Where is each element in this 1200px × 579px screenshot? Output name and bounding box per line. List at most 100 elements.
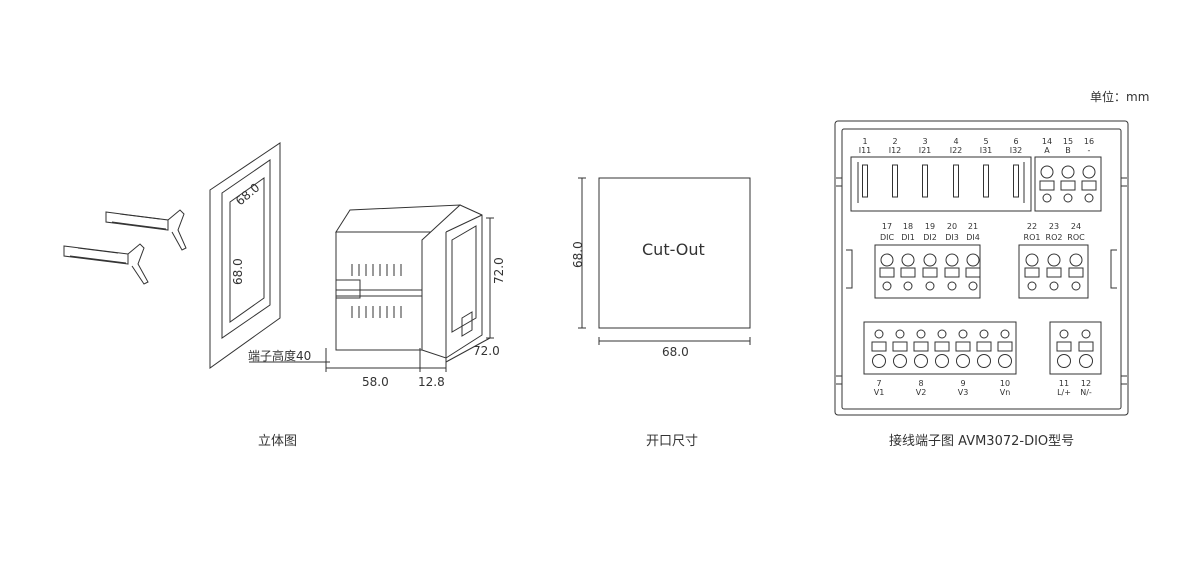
di-terminal-name: DI1 [901, 233, 915, 242]
current-terminal-name: I32 [1010, 146, 1023, 155]
power-terminal-hole [1059, 329, 1069, 339]
voltage-terminal-number: 7 [876, 379, 881, 388]
current-terminal-name: I31 [980, 146, 993, 155]
power-terminal-block [1049, 321, 1102, 375]
di-terminal-screw [880, 253, 894, 267]
voltage-terminal-hole [979, 329, 989, 339]
voltage-terminal-name: Vn [1000, 388, 1011, 397]
vent-slots-upper [351, 264, 402, 276]
di-terminal-screw [901, 253, 915, 267]
voltage-terminal-name: V3 [958, 388, 969, 397]
ro-terminal-screw [1069, 253, 1083, 267]
voltage-terminal-number: 8 [918, 379, 923, 388]
voltage-terminal-hole [916, 329, 926, 339]
ro-terminal-clamp [1046, 267, 1062, 278]
wiring-caption: 接线端子图 AVM3072-DIO型号 [889, 433, 1074, 449]
di-terminal-number: 19 [925, 222, 935, 231]
voltage-terminal-clamp [934, 341, 950, 352]
voltage-terminal-screw [998, 354, 1012, 368]
di-terminal-hole [925, 281, 935, 291]
rear-housing-inner [841, 128, 1122, 410]
cutout-width-dim: 68.0 [662, 345, 689, 359]
voltage-terminal-clamp [871, 341, 887, 352]
di-terminal-clamp [879, 267, 895, 278]
di-terminal-clamp [944, 267, 960, 278]
ro-terminal-hole [1027, 281, 1037, 291]
ro-terminal-number: 23 [1049, 222, 1059, 231]
di-terminal-clamp [965, 267, 981, 278]
current-terminal-number: 4 [953, 137, 958, 146]
ro-terminal-hole [1071, 281, 1081, 291]
voltage-terminal-clamp [892, 341, 908, 352]
di-terminal-name: DIC [880, 233, 895, 242]
power-terminal-hole [1081, 329, 1091, 339]
di-terminal-block [874, 244, 981, 299]
ro-terminal-clamp [1024, 267, 1040, 278]
current-terminal-name: I11 [859, 146, 872, 155]
comm-terminal-screw [1040, 165, 1054, 179]
mounting-panel: 68.0 68.0 端子高度40 [209, 142, 330, 369]
current-terminal-slot [983, 164, 989, 198]
current-terminal-name: I12 [889, 146, 902, 155]
di-terminal-clamp [922, 267, 938, 278]
current-terminal-slot [1013, 164, 1019, 198]
current-terminal-name: I21 [919, 146, 932, 155]
di-terminal-name: DI3 [945, 233, 959, 242]
vent-slots-lower [351, 306, 402, 318]
current-terminal-number: 3 [922, 137, 927, 146]
body-depth-dim: 58.0 [362, 375, 389, 389]
cutout-caption: 开口尺寸 [646, 434, 698, 449]
voltage-terminal-screw [872, 354, 886, 368]
cutout-height-dim: 68.0 [571, 241, 585, 268]
power-terminal-screw [1057, 354, 1071, 368]
comm-terminal-hole [1042, 193, 1052, 203]
current-terminal-slot [922, 164, 928, 198]
comm-terminal-name: B [1065, 146, 1071, 155]
mounting-clip-upper [105, 209, 187, 251]
comm-terminal-clamp [1060, 180, 1076, 191]
comm-terminal-screw [1061, 165, 1075, 179]
voltage-terminal-hole [1000, 329, 1010, 339]
di-terminal-screw [966, 253, 980, 267]
front-depth-dim: 12.8 [418, 375, 445, 389]
di-terminal-name: DI4 [966, 233, 980, 242]
voltage-terminal-clamp [955, 341, 971, 352]
comm-terminal-name: A [1044, 146, 1050, 155]
di-terminal-clamp [900, 267, 916, 278]
di-terminal-number: 20 [947, 222, 957, 231]
current-terminal-number: 5 [983, 137, 988, 146]
comm-terminal-number: 16 [1084, 137, 1094, 146]
voltage-terminal-screw [935, 354, 949, 368]
current-terminal-slot [862, 164, 868, 198]
di-terminal-screw [945, 253, 959, 267]
unit-label: 单位：mm [1090, 89, 1149, 104]
view-3d: 68.0 68.0 端子高度40 72.0 7 [63, 142, 506, 449]
current-terminal-block [850, 156, 1032, 212]
voltage-terminal-name: V2 [916, 388, 927, 397]
cutout-rect [598, 177, 751, 329]
ro-terminal-number: 22 [1027, 222, 1037, 231]
meter-body: 72.0 72.0 58.0 12.8 [325, 204, 506, 389]
comm-terminal-screw [1082, 165, 1096, 179]
comm-terminal-clamp [1081, 180, 1097, 191]
di-terminal-number: 18 [903, 222, 913, 231]
ro-terminal-number: 24 [1071, 222, 1081, 231]
di-terminal-hole [947, 281, 957, 291]
voltage-terminal-screw [893, 354, 907, 368]
ro-terminal-name: ROC [1067, 233, 1085, 242]
comm-terminal-block [1034, 156, 1102, 212]
ro-terminal-name: RO1 [1024, 233, 1041, 242]
comm-terminal-name: - [1088, 146, 1091, 155]
current-terminal-name: I22 [950, 146, 963, 155]
di-terminal-hole [968, 281, 978, 291]
voltage-terminal-screw [914, 354, 928, 368]
comm-terminal-number: 15 [1063, 137, 1073, 146]
current-terminal-number: 6 [1013, 137, 1018, 146]
voltage-terminal-clamp [976, 341, 992, 352]
voltage-terminal-screw [956, 354, 970, 368]
cutout-view: Cut-Out 68.0 68.0 开口尺寸 [571, 177, 751, 449]
power-terminal-screw [1079, 354, 1093, 368]
